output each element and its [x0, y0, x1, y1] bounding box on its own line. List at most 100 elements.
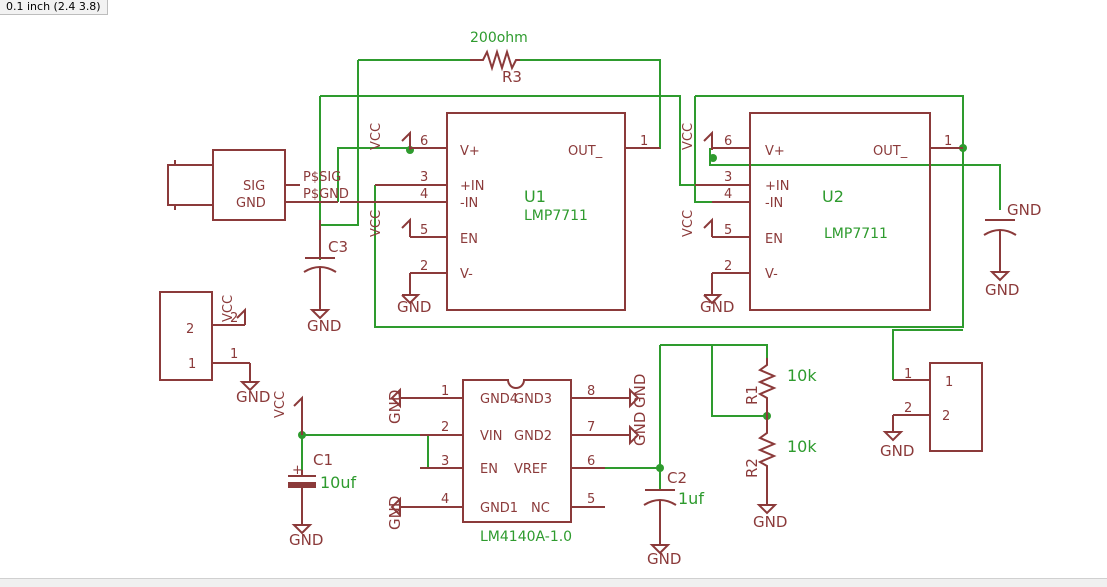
lm4140-pin7: 7 — [587, 420, 595, 435]
right-cap-gnd-bottom: GND — [985, 281, 1019, 299]
c1-name: C1 — [313, 451, 333, 469]
r2-name: R2 — [743, 458, 761, 478]
lm4140-pin2: 2 — [441, 420, 449, 435]
u2-label-en: EN — [765, 232, 783, 247]
u2-label-nin: -IN — [765, 196, 783, 211]
ic-lm4140[interactable]: 1 2 3 4 5 6 7 8 GND4 VIN EN GND1 GND3 GN… — [386, 374, 649, 545]
conn-left-vcc: VCC — [221, 295, 236, 322]
c1-value: 10uf — [320, 473, 357, 492]
resistor-r2[interactable]: 10k R2 GND — [743, 416, 817, 531]
lm4140-label-en: EN — [480, 462, 498, 477]
u2-pin1: 1 — [944, 134, 952, 149]
output-capacitor[interactable]: GND GND — [983, 201, 1041, 299]
bnc-connector[interactable]: SIG GND P$SIG P$GND — [167, 149, 349, 221]
r2-gnd-label: GND — [753, 513, 787, 531]
wires — [298, 59, 1001, 490]
u1-label-en: EN — [460, 232, 478, 247]
c2-value: 1uf — [678, 489, 704, 508]
lm4140-pin1: 1 — [441, 384, 449, 399]
u1-pin5: 5 — [420, 223, 428, 238]
lm4140-pin5: 5 — [587, 492, 595, 507]
u1-label-pin: +IN — [460, 179, 484, 194]
lm4140-value: LM4140A-1.0 — [480, 529, 572, 545]
connector-right[interactable]: 1 2 1 2 GND — [880, 362, 983, 460]
bnc-pgnd-label: P$GND — [303, 187, 349, 202]
conn-right-pin1: 1 — [904, 367, 912, 382]
u2-label-vminus: V- — [765, 267, 778, 282]
bnc-sig-label: SIG — [243, 179, 265, 194]
capacitor-c3[interactable]: C3 GND — [303, 220, 348, 335]
r2-value: 10k — [787, 437, 817, 456]
u2-vcc-label: VCC — [681, 123, 696, 150]
capacitor-c2[interactable]: C2 1uf GND — [643, 469, 704, 568]
c2-gnd-label: GND — [647, 550, 681, 568]
u1-value: LMP7711 — [524, 208, 588, 224]
conn-right-pin1-inner: 1 — [945, 375, 953, 390]
u2-pin5: 5 — [724, 223, 732, 238]
u1-pin3: 3 — [420, 170, 428, 185]
u1-label-nin: -IN — [460, 196, 478, 211]
conn-right-gnd: GND — [880, 442, 914, 460]
capacitor-c1[interactable]: + C1 10uf VCC GND — [273, 391, 357, 549]
conn-right-pin2: 2 — [904, 401, 912, 416]
u2-vcc5-label: VCC — [681, 210, 696, 237]
right-cap-gnd-top: GND — [1007, 201, 1041, 219]
lm4140-pin4: 4 — [441, 492, 449, 507]
lm4140-label-nc: NC — [531, 501, 550, 516]
resistor-r1[interactable]: 10k R1 — [743, 358, 817, 416]
r3-name: R3 — [502, 68, 522, 86]
u2-name: U2 — [822, 187, 844, 206]
conn-left-gnd: GND — [236, 388, 270, 406]
u1-vcc5-label: VCC — [369, 210, 384, 237]
r1-name: R1 — [743, 385, 761, 405]
lm4140-gnd-left-1: GND — [386, 390, 404, 424]
u1-pin2: 2 — [420, 259, 428, 274]
lm4140-gnd-left-4: GND — [386, 496, 404, 530]
lm4140-gnd-right-8: GND — [631, 374, 649, 408]
connector-left[interactable]: 2 1 2 1 VCC GND — [159, 291, 270, 406]
conn-right-pin2-inner: 2 — [942, 409, 950, 424]
u1-label-vminus: V- — [460, 267, 473, 282]
u1-pin4: 4 — [420, 187, 428, 202]
conn-left-pin2: 2 — [230, 311, 238, 326]
conn-left-pin2-inner: 2 — [186, 322, 194, 337]
u2-pin4: 4 — [724, 187, 732, 202]
u1-name: U1 — [524, 187, 546, 206]
u2-gnd-label: GND — [700, 298, 734, 316]
opamp-u2[interactable]: VCC VCC 6 3 4 5 2 1 V+ +IN -IN EN V- OUT… — [681, 112, 963, 316]
u1-gnd-label: GND — [397, 298, 431, 316]
opamp-u1[interactable]: VCC VCC 6 3 4 5 2 1 V+ +IN -IN EN V- OUT… — [340, 112, 660, 316]
lm4140-label-gnd4: GND4 — [480, 392, 518, 407]
u1-pin6: 6 — [420, 134, 428, 149]
u1-label-vplus: V+ — [460, 144, 480, 159]
u1-vcc-label: VCC — [369, 123, 384, 150]
lm4140-label-vin: VIN — [480, 429, 502, 444]
u2-pin6: 6 — [724, 134, 732, 149]
c1-plus: + — [292, 463, 303, 478]
conn-left-pin1: 1 — [230, 347, 238, 362]
grid-status-label: 0.1 inch (2.4 3.8) — [0, 0, 108, 15]
u2-label-pin: +IN — [765, 179, 789, 194]
lm4140-label-vref: VREF — [514, 462, 548, 477]
bnc-gnd-label: GND — [236, 196, 266, 211]
bnc-psig-label: P$SIG — [303, 170, 341, 185]
lm4140-label-gnd1: GND1 — [480, 501, 518, 516]
c2-name: C2 — [667, 469, 687, 487]
lm4140-pin8: 8 — [587, 384, 595, 399]
bottom-scrollbar[interactable] — [0, 578, 1107, 587]
u2-pin2: 2 — [724, 259, 732, 274]
lm4140-gnd-right-7: GND — [631, 412, 649, 446]
u2-pin3: 3 — [724, 170, 732, 185]
lm4140-pin6: 6 — [587, 454, 595, 469]
u1-label-out: OUT_ — [568, 144, 603, 159]
lm4140-pin3: 3 — [441, 454, 449, 469]
u2-value: LMP7711 — [824, 226, 888, 242]
r3-value: 200ohm — [470, 30, 528, 46]
u2-label-out: OUT_ — [873, 144, 908, 159]
conn-left-pin1-inner: 1 — [188, 357, 196, 372]
resistor-r3[interactable]: 200ohm R3 — [470, 30, 528, 86]
lm4140-label-gnd2: GND2 — [514, 429, 552, 444]
u1-pin1: 1 — [640, 134, 648, 149]
lm4140-label-gnd3: GND3 — [514, 392, 552, 407]
